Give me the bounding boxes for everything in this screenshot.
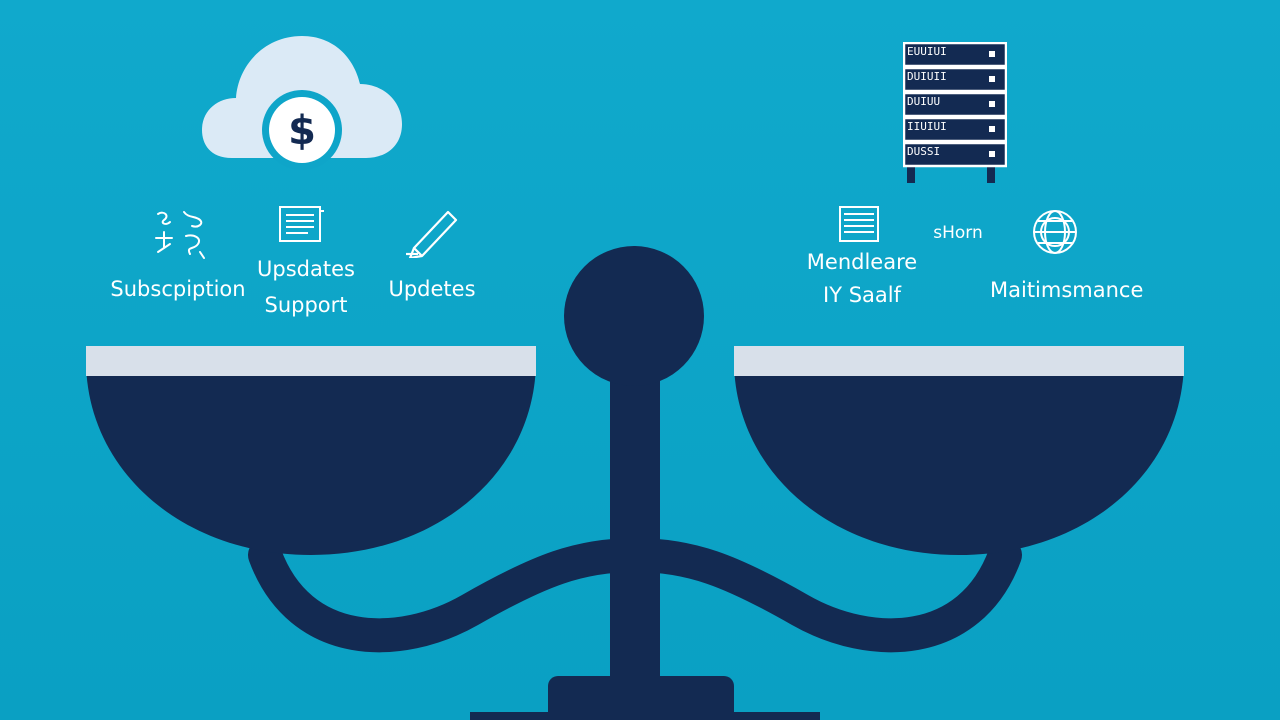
rack-label-3: DUIUU: [907, 95, 941, 108]
rack-label-1: EUUIUI: [907, 45, 947, 58]
subscription-label: Subscpiption: [110, 277, 246, 301]
scale-base-foot: [470, 712, 820, 720]
left-pan-rim: [86, 346, 536, 376]
scale-base: [548, 676, 734, 720]
rack-label-5: DUSSI: [907, 145, 941, 158]
person-icon: [155, 211, 205, 259]
left-pan: [86, 346, 536, 555]
document-icon: [279, 206, 324, 242]
hardware-label-line2: IY Saalf: [823, 283, 901, 307]
right-pan-rim: [734, 346, 1184, 376]
hardware-label-line1: Mendleare: [806, 250, 918, 274]
maintenance-label: Maitimsmance: [990, 278, 1144, 302]
updates-label: Updetes: [388, 277, 476, 301]
rack-label-4: IIUIUI: [907, 120, 947, 133]
cloud-dollar-icon: $: [202, 36, 402, 170]
list-icon: [839, 206, 879, 242]
rack-label-2: DUIUII: [907, 70, 947, 83]
currency-symbol: $: [288, 108, 316, 154]
scale-knob: [564, 246, 704, 386]
scale-pillar: [610, 350, 660, 720]
extra-label: sHorn: [933, 223, 983, 243]
right-pan: [734, 346, 1184, 555]
support-label: Support: [264, 293, 348, 317]
updates-label-line1: Upsdates: [257, 257, 355, 281]
server-rack-icon: EUUIUI DUIUII DUIUU IIUIUI DUSSI: [903, 42, 1007, 187]
globe-icon: [1033, 210, 1077, 254]
pencil-icon: [406, 210, 458, 258]
